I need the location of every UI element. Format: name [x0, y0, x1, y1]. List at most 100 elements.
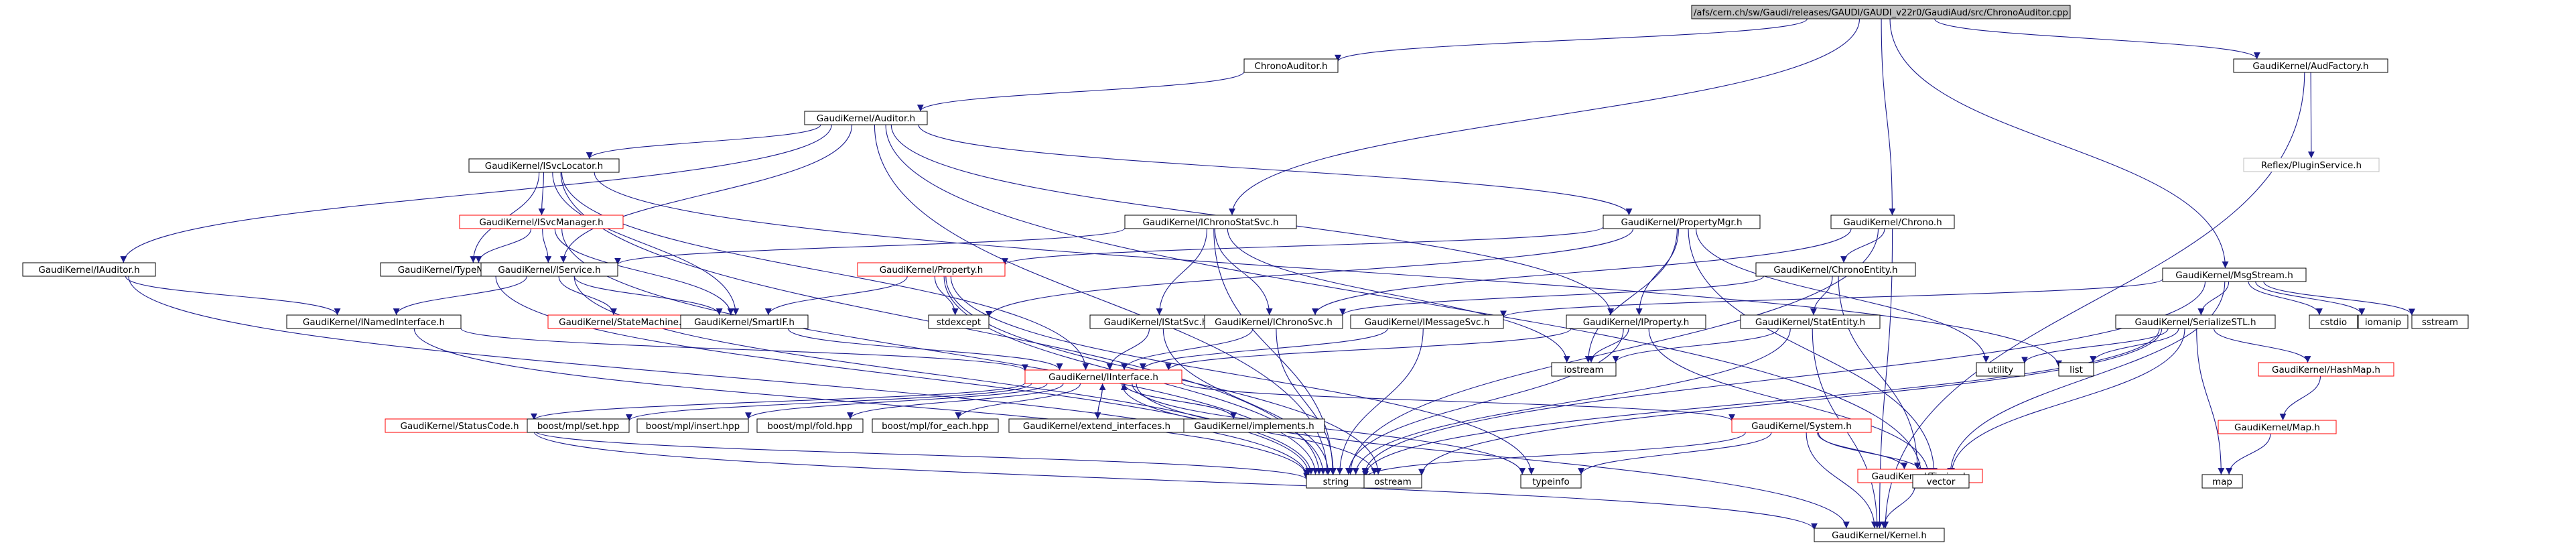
edge-root-to-ichronostatsvc: [1229, 18, 1860, 216]
node-box-audfactory: [2233, 58, 2388, 73]
edge-msgstream-to-iomanip: [2255, 281, 2366, 316]
edge-ichronostatsvc-to-istatsvc: [1156, 228, 1208, 316]
node-statemachine[interactable]: GaudiKernel/StateMachine.h: [547, 314, 699, 329]
node-sstream[interactable]: sstream: [2411, 314, 2469, 329]
node-hashmap[interactable]: GaudiKernel/HashMap.h: [2258, 362, 2394, 377]
edge-auditor-to-string: [874, 124, 1331, 475]
node-isvcmanager[interactable]: GaudiKernel/ISvcManager.h: [459, 215, 624, 229]
node-label-mplfold: boost/mpl/fold.hpp: [767, 421, 852, 432]
edge-serializestl-to-list: [2090, 328, 2179, 363]
node-statentity[interactable]: GaudiKernel/StatEntity.h: [1740, 314, 1881, 329]
node-ostream[interactable]: ostream: [1363, 474, 1422, 489]
edge-mapnode-to-map: [2226, 433, 2271, 475]
edge-smartif-to-iinterface: [787, 328, 1063, 371]
node-mapnode[interactable]: GaudiKernel/Map.h: [2218, 420, 2337, 434]
node-property[interactable]: GaudiKernel/Property.h: [857, 262, 1006, 277]
node-chronoauditor[interactable]: ChronoAuditor.h: [1243, 58, 1339, 73]
node-mplfold[interactable]: boost/mpl/fold.hpp: [756, 418, 864, 433]
node-box-utility: [1976, 362, 2025, 377]
node-list[interactable]: list: [2058, 362, 2094, 377]
edge-inamedinterface-to-iinterface: [460, 328, 1028, 371]
node-label-istatsvc: GaudiKernel/IStatSvc.h: [1104, 317, 1208, 328]
edge-iinterface-to-mplforeach: [955, 383, 1081, 420]
node-box-typeinfo: [1520, 474, 1582, 489]
node-propertymgr[interactable]: GaudiKernel/PropertyMgr.h: [1603, 215, 1761, 229]
node-ichronosvc[interactable]: GaudiKernel/IChronoSvc.h: [1204, 314, 1343, 329]
node-serializestl[interactable]: GaudiKernel/SerializeSTL.h: [2115, 314, 2276, 329]
node-iomanip[interactable]: iomanip: [2358, 314, 2409, 329]
edge-isvclocator-to-smartif: [552, 172, 740, 316]
node-label-auditor: GaudiKernel/Auditor.h: [817, 113, 915, 124]
node-box-kernel: [1814, 528, 1945, 542]
node-label-vector: vector: [1927, 477, 1956, 487]
node-imessagesvc[interactable]: GaudiKernel/IMessageSvc.h: [1350, 314, 1504, 329]
node-box-imessagesvc: [1350, 314, 1504, 329]
node-cstdio[interactable]: cstdio: [2309, 314, 2358, 329]
node-ichronostatsvc[interactable]: GaudiKernel/IChronoStatSvc.h: [1124, 215, 1297, 229]
node-chronoentity[interactable]: GaudiKernel/ChronoEntity.h: [1755, 262, 1916, 277]
node-box-stdexcept: [928, 314, 990, 329]
node-typeinfo[interactable]: typeinfo: [1520, 474, 1582, 489]
node-isvclocator[interactable]: GaudiKernel/ISvcLocator.h: [468, 158, 620, 173]
node-label-isvcmanager: GaudiKernel/ISvcManager.h: [479, 217, 603, 228]
edge-system-to-typeinfo: [1578, 432, 1772, 475]
node-box-iomanip: [2358, 314, 2409, 329]
node-inamedinterface[interactable]: GaudiKernel/INamedInterface.h: [286, 314, 462, 329]
edge-chrono-to-ichronosvc: [1312, 228, 1852, 316]
node-mplset[interactable]: boost/mpl/set.hpp: [527, 418, 630, 433]
node-istatsvc[interactable]: GaudiKernel/IStatSvc.h: [1089, 314, 1222, 329]
node-iostream[interactable]: iostream: [1551, 362, 1617, 377]
node-iservice[interactable]: GaudiKernel/IService.h: [480, 262, 618, 277]
node-audfactory[interactable]: GaudiKernel/AudFactory.h: [2233, 58, 2388, 73]
edge-chronoentity-to-statentity: [1810, 276, 1833, 316]
edge-iinterface-to-kernel: [1136, 383, 1850, 529]
node-label-root: /afs/cern.ch/sw/Gaudi/releases/GAUDI/GAU…: [1694, 7, 2068, 18]
node-box-list: [2058, 362, 2094, 377]
node-statuscode[interactable]: GaudiKernel/StatusCode.h: [385, 418, 535, 433]
node-iauditor[interactable]: GaudiKernel/IAuditor.h: [22, 262, 156, 277]
node-string[interactable]: string: [1306, 474, 1366, 489]
node-root[interactable]: /afs/cern.ch/sw/Gaudi/releases/GAUDI/GAU…: [1691, 5, 2071, 19]
node-msgstream[interactable]: GaudiKernel/MsgStream.h: [2162, 267, 2307, 282]
node-pluginservice[interactable]: Reflex/PluginService.h: [2243, 158, 2380, 172]
node-box-system: [1731, 418, 1872, 433]
edge-isvcmanager-to-smartif: [554, 228, 734, 316]
node-chrono[interactable]: GaudiKernel/Chrono.h: [1830, 215, 1955, 229]
edge-isvcmanager-to-iservice: [542, 228, 552, 263]
node-box-map: [2201, 474, 2243, 489]
edge-propertymgr-to-iostream: [1584, 228, 1678, 363]
edge-iproperty-to-string: [1345, 328, 1624, 475]
node-extendinterfaces[interactable]: GaudiKernel/extend_interfaces.h: [1008, 418, 1185, 433]
node-box-auditor: [804, 111, 928, 125]
edge-iauditor-to-inamedinterface: [125, 276, 341, 316]
node-box-chrono: [1830, 215, 1955, 229]
node-implements[interactable]: GaudiKernel/implements.h: [1183, 418, 1325, 433]
node-auditor[interactable]: GaudiKernel/Auditor.h: [804, 111, 928, 125]
edge-msgstream-to-cstdio: [2248, 281, 2323, 316]
edge-iauditor-to-string: [128, 276, 1310, 477]
node-box-mplforeach: [872, 418, 999, 433]
node-smartif[interactable]: GaudiKernel/SmartIF.h: [680, 314, 809, 329]
node-stdexcept[interactable]: stdexcept: [928, 314, 990, 329]
node-label-iauditor: GaudiKernel/IAuditor.h: [38, 265, 139, 276]
node-label-string: string: [1323, 477, 1349, 487]
node-mplforeach[interactable]: boost/mpl/for_each.hpp: [872, 418, 999, 433]
node-mplinsert[interactable]: boost/mpl/insert.hpp: [636, 418, 749, 433]
node-kernel[interactable]: GaudiKernel/Kernel.h: [1814, 528, 1945, 542]
node-label-isvclocator: GaudiKernel/ISvcLocator.h: [485, 161, 603, 172]
node-utility[interactable]: utility: [1976, 362, 2025, 377]
node-box-iostream: [1551, 362, 1617, 377]
edge-propertymgr-to-stdexcept: [986, 228, 1634, 318]
node-label-map: map: [2212, 477, 2232, 487]
node-map[interactable]: map: [2201, 474, 2243, 489]
node-iinterface[interactable]: GaudiKernel/IInterface.h: [1024, 369, 1182, 384]
node-label-stdexcept: stdexcept: [937, 317, 981, 328]
edge-propertymgr-to-vector: [1688, 228, 1938, 475]
node-label-msgstream: GaudiKernel/MsgStream.h: [2175, 270, 2293, 281]
edge-property-to-stdexcept: [934, 276, 959, 316]
node-label-iinterface: GaudiKernel/IInterface.h: [1048, 372, 1158, 383]
node-system[interactable]: GaudiKernel/System.h: [1731, 418, 1872, 433]
node-vector[interactable]: vector: [1912, 474, 1970, 489]
edge-statentity-to-iostream: [1612, 328, 1779, 363]
node-iproperty[interactable]: GaudiKernel/IProperty.h: [1566, 314, 1706, 329]
